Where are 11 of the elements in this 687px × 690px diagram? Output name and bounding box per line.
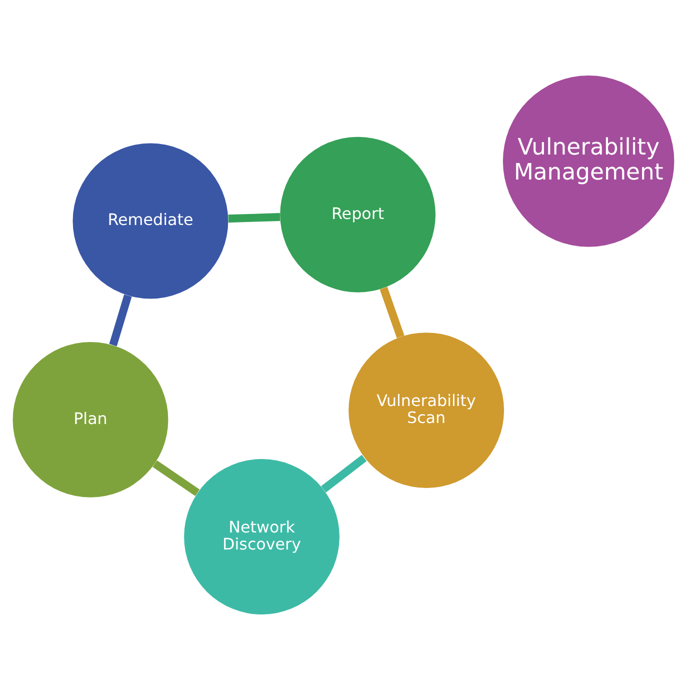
- node-circle: Network Discovery: [184, 459, 340, 614]
- connector: [321, 454, 367, 492]
- connector: [228, 213, 280, 223]
- node-circle: Remediate: [72, 143, 228, 299]
- connector: [109, 294, 132, 346]
- node-circle: Vulnerability Scan: [348, 332, 504, 488]
- node-circle: Plan: [12, 342, 168, 498]
- connector: [152, 460, 200, 496]
- node-circle: Vulnerability Management: [502, 76, 674, 247]
- node-circle: Report: [280, 136, 436, 292]
- connector: [380, 286, 404, 338]
